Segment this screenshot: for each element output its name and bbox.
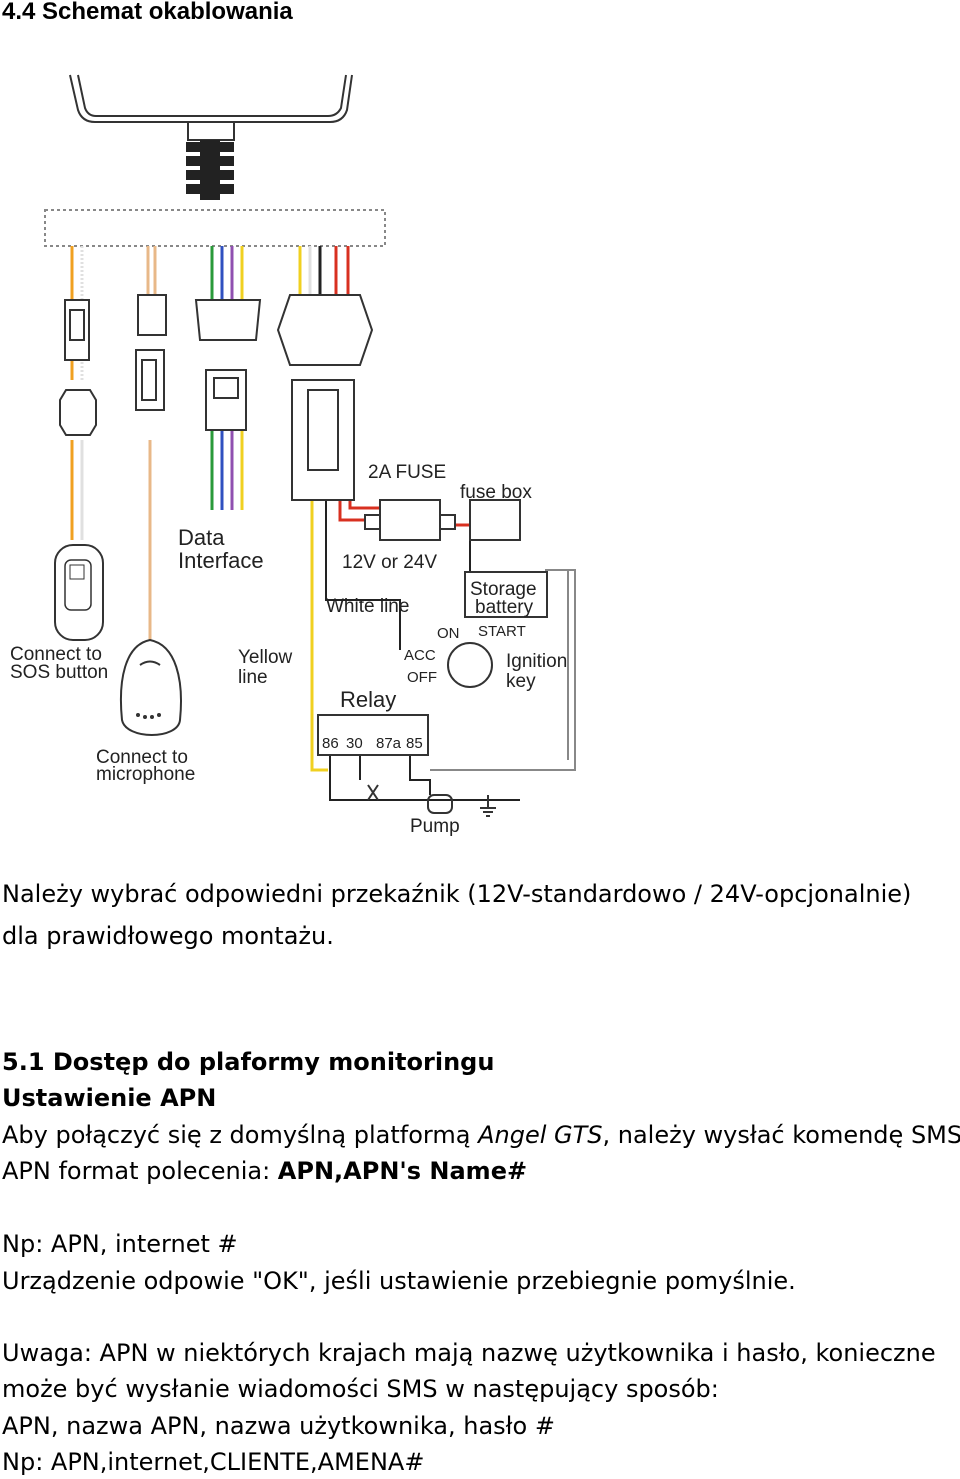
apn-format-label: APN format polecenia: bbox=[2, 1157, 278, 1185]
relay-pin-87a: 87a bbox=[376, 735, 402, 752]
section-title: 5.1 Dostęp do plaformy monitoringu bbox=[2, 1048, 495, 1076]
apn-intro-post: , należy wysłać komendę SMS: bbox=[602, 1121, 960, 1149]
apn-format-command: APN,APN's Name# bbox=[277, 1157, 528, 1185]
mic-label-1: Connect to bbox=[96, 747, 188, 768]
ignition-acc-label: ACC bbox=[404, 647, 436, 664]
apn-intro-pre: Aby połączyć się z domyślną platformą bbox=[2, 1121, 479, 1149]
ignition-label-2: key bbox=[506, 671, 536, 692]
battery-label-2: battery bbox=[475, 597, 534, 618]
ignition-off-label: OFF bbox=[407, 669, 437, 686]
connectors bbox=[59, 294, 374, 501]
battery-label-1: Storage bbox=[470, 579, 537, 600]
pump-icon bbox=[367, 784, 496, 817]
note-line-4: Np: APN,internet,CLIENTE,AMENA# bbox=[2, 1448, 425, 1476]
data-interface-label-2: Interface bbox=[178, 548, 264, 573]
ignition-key bbox=[447, 642, 493, 688]
microphone-icon bbox=[119, 638, 182, 736]
apn-reply-note: Urządzenie odpowie "OK", jeśli ustawieni… bbox=[2, 1267, 796, 1295]
note-line-3: APN, nazwa APN, nazwa użytkownika, hasło… bbox=[2, 1412, 555, 1440]
note-line-1: Uwaga: APN w niektórych krajach mają naz… bbox=[2, 1339, 936, 1367]
wiring-diagram: 2A FUSE fuse box Storage battery 12V or … bbox=[10, 74, 576, 837]
mic-label-2: microphone bbox=[96, 764, 195, 785]
fuse-label: 2A FUSE bbox=[368, 462, 446, 483]
apn-intro: Aby połączyć się z domyślną platformą An… bbox=[2, 1118, 960, 1152]
ignition-label-1: Ignition bbox=[506, 651, 567, 672]
relay-note-line-1: Należy wybrać odpowiedni przekaźnik (12V… bbox=[2, 880, 912, 908]
apn-format: APN format polecenia: APN,APN's Name# bbox=[2, 1154, 527, 1188]
pump-label: Pump bbox=[410, 816, 460, 837]
relay-box bbox=[317, 714, 429, 756]
relay-pin-85: 85 bbox=[406, 735, 423, 752]
sos-label-1: Connect to bbox=[10, 644, 102, 665]
relay-note-line-2: dla prawidłowego montażu. bbox=[2, 922, 334, 950]
platform-name: Angel GTS bbox=[478, 1121, 603, 1149]
device-bracket bbox=[69, 74, 353, 123]
cable-grommet bbox=[186, 121, 235, 200]
white-line-label: White line bbox=[326, 596, 409, 617]
section-heading: 4.4 Schemat okablowania bbox=[2, 0, 293, 25]
voltage-label: 12V or 24V bbox=[342, 552, 437, 573]
data-interface-label-1: Data bbox=[178, 525, 225, 550]
relay-pin-86: 86 bbox=[322, 735, 339, 752]
sos-button-icon bbox=[54, 544, 104, 641]
ignition-on-label: ON bbox=[437, 625, 460, 642]
yellow-line-label-2: line bbox=[238, 667, 268, 688]
yellow-line-label-1: Yellow bbox=[238, 647, 293, 668]
relay-label: Relay bbox=[340, 687, 396, 712]
note-line-2: może być wysłanie wiadomości SMS w nastę… bbox=[2, 1375, 719, 1403]
wires bbox=[70, 246, 576, 801]
sos-label-2: SOS button bbox=[10, 662, 108, 683]
relay-pin-30: 30 bbox=[346, 735, 363, 752]
cable-bundle bbox=[44, 209, 386, 247]
apn-title: Ustawienie APN bbox=[2, 1084, 217, 1112]
fuse bbox=[364, 499, 521, 541]
battery bbox=[464, 571, 548, 618]
ignition-start-label: START bbox=[478, 623, 526, 640]
fuse-box-label: fuse box bbox=[460, 482, 532, 503]
apn-example: Np: APN, internet # bbox=[2, 1230, 238, 1258]
